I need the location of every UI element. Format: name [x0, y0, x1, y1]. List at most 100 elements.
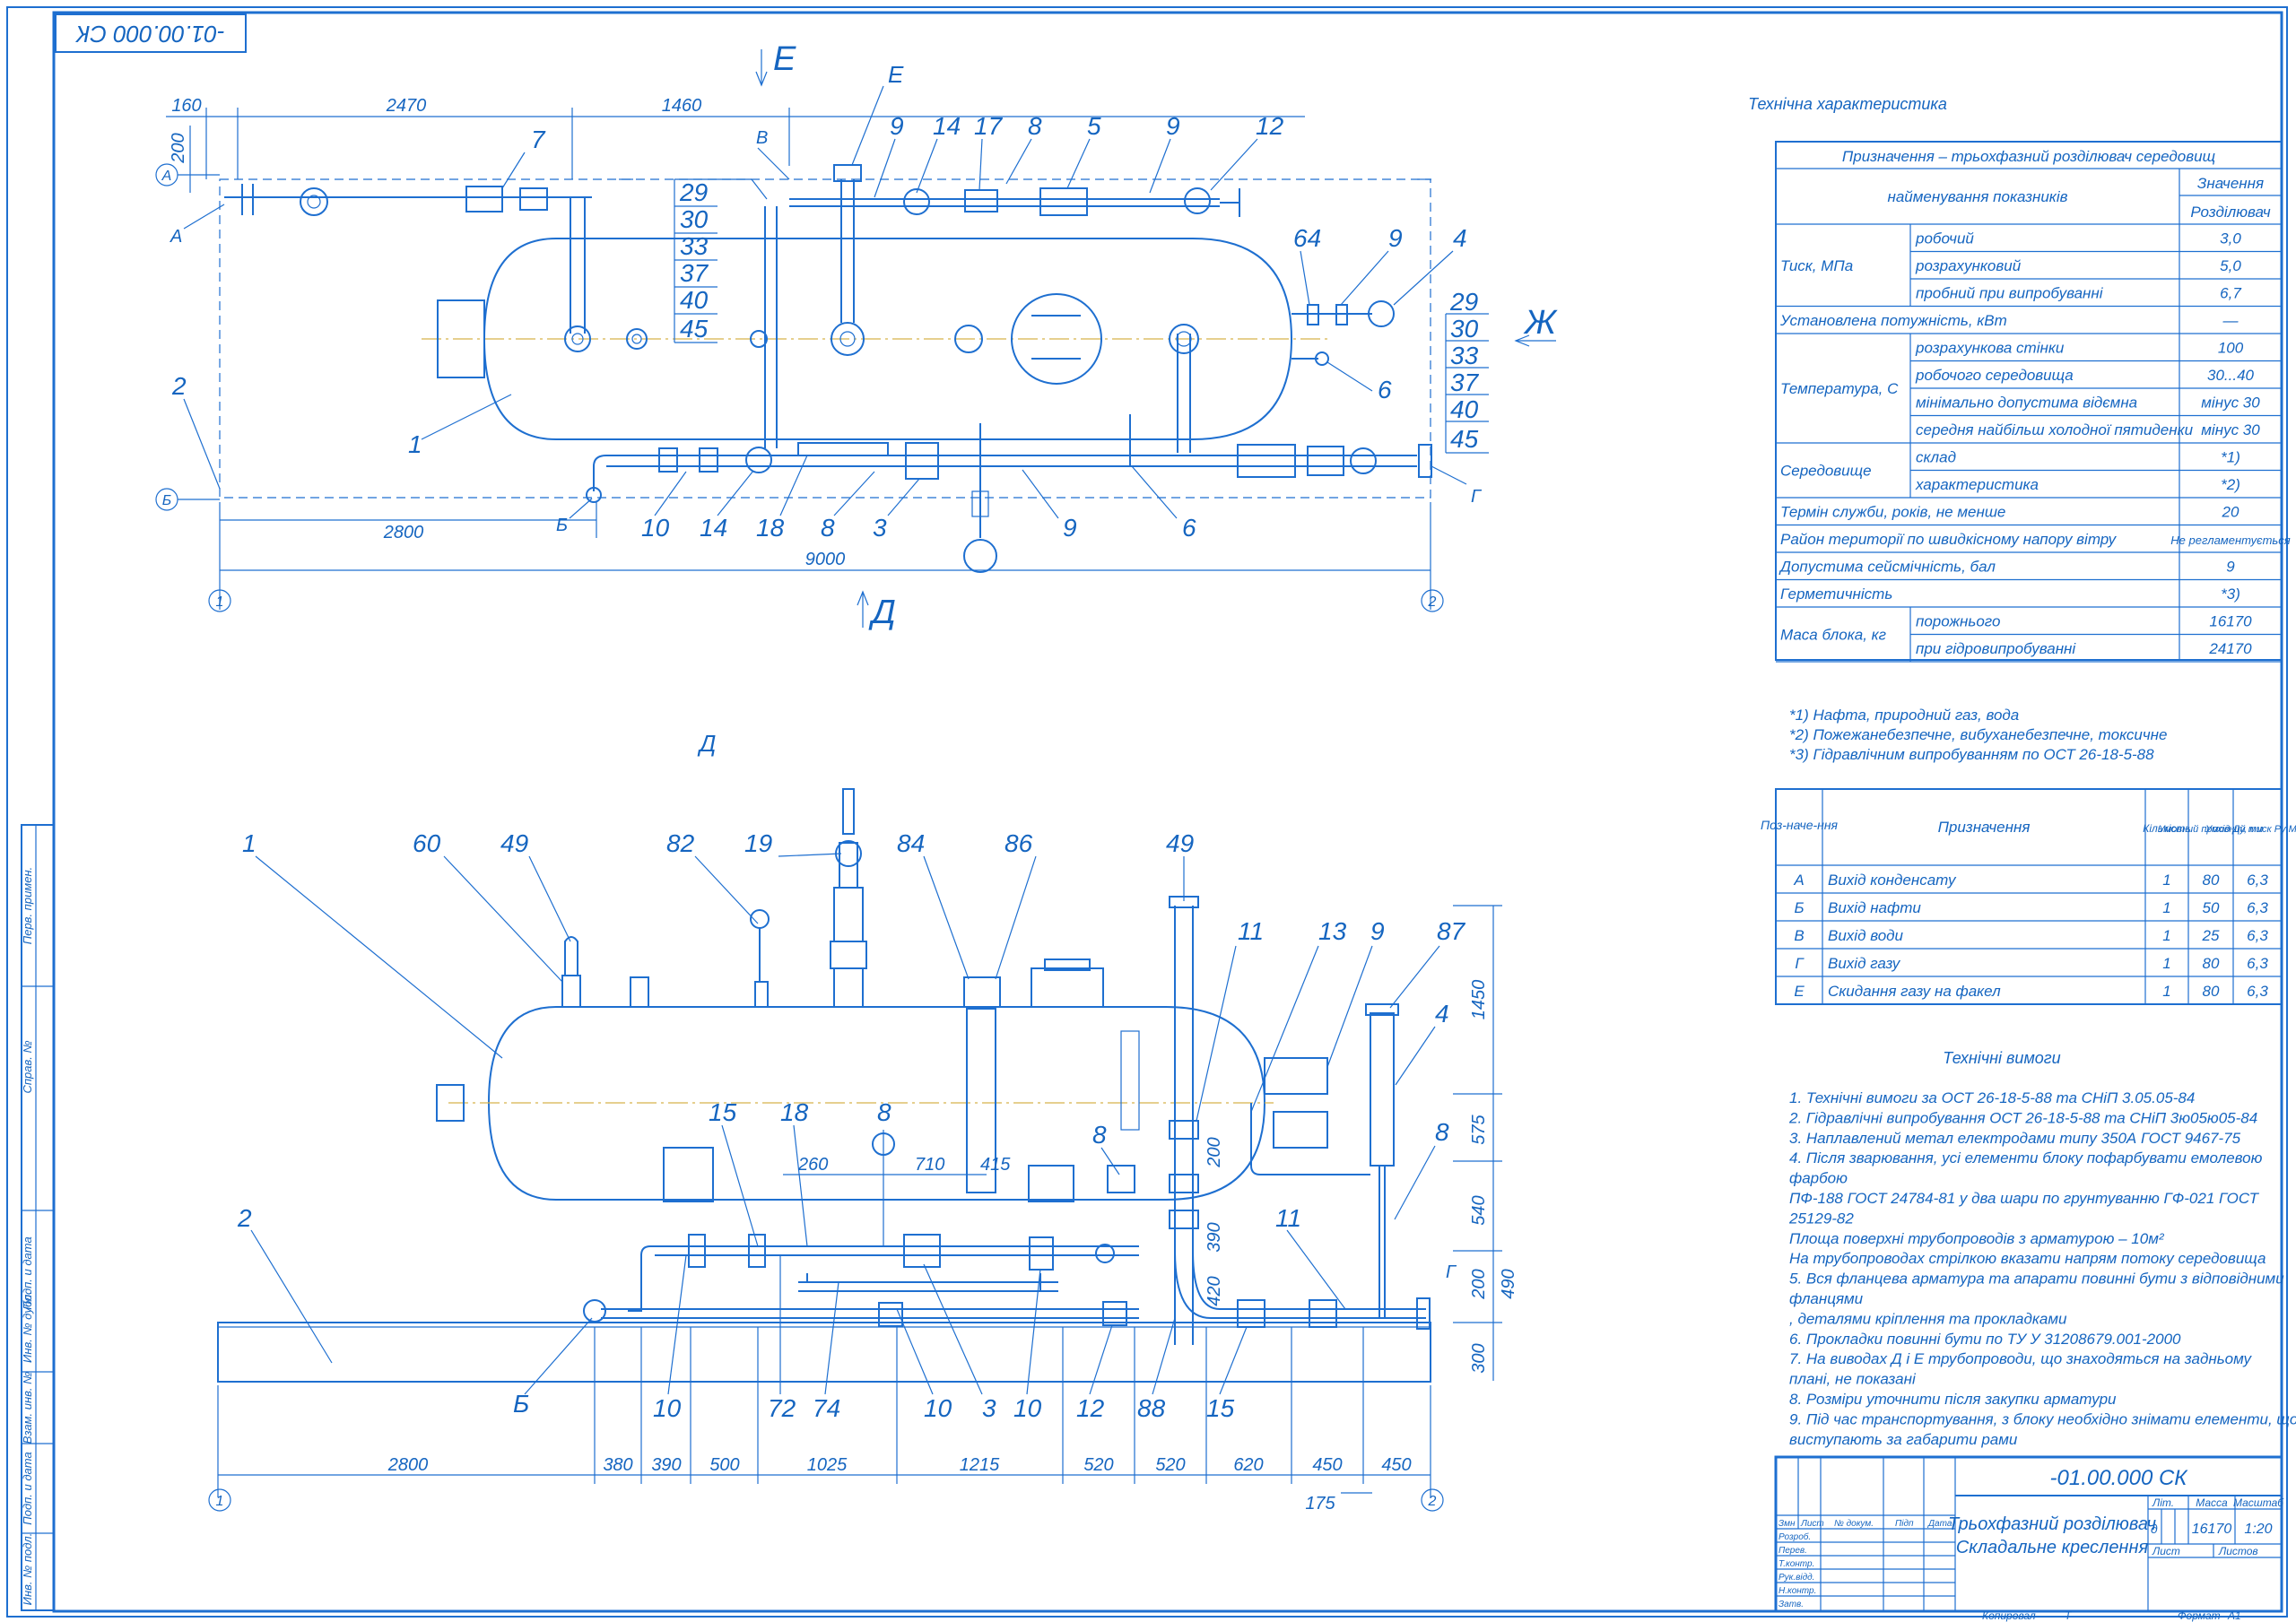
plan-axis-a: А — [161, 169, 172, 184]
nozzle-cell: Вихід нафти — [1828, 899, 1921, 916]
title-role-4: Н.контр. — [1779, 1586, 1816, 1596]
plan-stack-left-37: 37 — [680, 259, 709, 287]
elev-dim-390b: 390 — [651, 1455, 681, 1475]
elev-callout-8a: 8 — [877, 1098, 891, 1126]
tech-row-value: мінус 30 — [2201, 394, 2260, 411]
req-line: 3. Наплавлений метал електродами типу 35… — [1789, 1130, 2241, 1147]
title-name-2: Складальне креслення — [1956, 1538, 2149, 1557]
req-line: 1. Технічні вимоги за ОСТ 26-18-5-88 та … — [1789, 1089, 2195, 1106]
nozzles-table: Поз-наче-ння Призначення Кількість Умовн… — [1761, 788, 2296, 1005]
plan-stack-right: 29 30 33 37 40 45 — [1445, 288, 1489, 454]
title-head-4: Дата — [1927, 1519, 1952, 1529]
plan-callout-7: 7 — [531, 126, 546, 153]
elev-axis-1: 1 — [216, 1494, 224, 1509]
nozzle-cell: Скидання газу на факел — [1828, 983, 2001, 1000]
tech-group-7: Герметичність — [1780, 585, 1892, 603]
plan-stack-right-40: 40 — [1450, 395, 1479, 423]
plan-stack-left-29: 29 — [679, 178, 708, 206]
nozzle-cell: 25 — [2202, 927, 2220, 944]
tech-group-4: Термін служби, років, не менше — [1780, 503, 2005, 520]
side-stamp-5: Взам. инв. № — [21, 1372, 34, 1444]
tech-requirements: Технічні вимоги 1. Технічні вимоги за ОС… — [1788, 1049, 2296, 1448]
side-stamp: Перв. примен. Справ. № Подп. и дата Инв.… — [21, 824, 55, 1611]
tech-group-6: Допустима сейсмічність, бал — [1779, 558, 1996, 575]
title-lit-label: Літ. — [2152, 1496, 2174, 1509]
tech-group-3: Середовище — [1780, 463, 1872, 480]
plan-callout-4: 4 — [1453, 224, 1467, 252]
tech-footnote-1: *1) Нафта, природний газ, вода — [1789, 707, 2019, 724]
plan-axis-1: 1 — [216, 594, 224, 610]
elev-dim-1025: 1025 — [807, 1455, 848, 1475]
tech-col-value: Значення — [2197, 175, 2264, 192]
req-line: 2. Гідравлічні випробування ОСТ 26-18-5-… — [1788, 1109, 2257, 1126]
elev-callout-4: 4 — [1435, 1000, 1449, 1028]
req-line: фланцями — [1789, 1290, 1864, 1307]
elev-callout-3: 3 — [982, 1394, 996, 1422]
plan-dim-1460: 1460 — [662, 96, 702, 116]
elev-callout-74: 74 — [813, 1394, 840, 1422]
plan-view-zh: Ж — [1523, 304, 1558, 342]
nozzle-cell: 1 — [2162, 955, 2170, 972]
tech-row-label: порожнього — [1916, 612, 2000, 629]
req-line: Площа поверхні трубопроводів з арматурою… — [1789, 1230, 2165, 1247]
nozzle-cell: 6,3 — [2247, 927, 2268, 944]
tech-col-value-sub: Розділювач — [2190, 204, 2270, 221]
elev-dim-620: 620 — [1233, 1455, 1263, 1475]
plan-stack-right-45: 45 — [1450, 425, 1479, 453]
plan-callout-9c: 9 — [1388, 224, 1403, 252]
tech-row-label: розрахунковий — [1915, 257, 2022, 274]
title-mass-label: Масса — [2196, 1496, 2228, 1509]
title-scale-label: Масштаб — [2233, 1496, 2284, 1509]
plan-callout-6a: 6 — [1378, 376, 1392, 403]
elev-dim-500: 500 — [709, 1455, 739, 1475]
elev-callout-19: 19 — [744, 829, 772, 857]
elev-callout-b: Б — [513, 1390, 529, 1418]
plan-axis-2: 2 — [1428, 594, 1437, 610]
plan-dim-160: 160 — [171, 96, 201, 116]
nozzle-cell: 80 — [2203, 872, 2220, 889]
elev-callout-10b: 10 — [924, 1394, 952, 1422]
top-stamp: -01.00.000 СК — [55, 13, 247, 53]
tech-row-label: середня найбільш холодної пятиденки — [1916, 421, 2194, 438]
plan-callout-6b: 6 — [1182, 514, 1196, 542]
nozzle-cell: 1 — [2162, 927, 2170, 944]
plan-view-d: Д — [868, 594, 896, 631]
tech-row-value: 5,0 — [2220, 257, 2241, 274]
plan-port-e: Е — [888, 61, 904, 88]
elev-callout-60: 60 — [413, 829, 441, 857]
nozzle-cell: 1 — [2162, 899, 2170, 916]
elev-callout-72: 72 — [768, 1394, 796, 1422]
plan-stack-left-30: 30 — [680, 205, 709, 233]
plan-callout-8: 8 — [1028, 112, 1042, 140]
nozzle-cell: 80 — [2203, 983, 2220, 1000]
req-line: , деталями кріплення та прокладками — [1789, 1310, 2067, 1327]
elev-title: Д — [697, 730, 716, 757]
elev-callout-12: 12 — [1076, 1394, 1105, 1422]
nozzles-head-0: Поз-наче-ння — [1761, 818, 1839, 832]
req-line: виступають за габарити рами — [1789, 1431, 2018, 1448]
tech-row-label: склад — [1916, 448, 1956, 465]
title-scale-value: 1:20 — [2244, 1522, 2272, 1537]
plan-dim-2800: 2800 — [383, 523, 424, 542]
plan-stack-right-29: 29 — [1449, 288, 1478, 316]
plan-stack-left-40: 40 — [680, 286, 709, 314]
plan-callouts-top: 7 9 14 17 8 5 9 12 — [501, 112, 1284, 198]
elev-callout-84: 84 — [897, 829, 925, 857]
title-head-3: Підп — [1895, 1519, 1914, 1529]
nozzle-cell: 50 — [2203, 899, 2220, 916]
req-line: фарбою — [1789, 1170, 1848, 1187]
elev-dim-1450: 1450 — [1469, 980, 1489, 1020]
tech-row-value: 24170 — [2208, 640, 2252, 657]
req-line: 4. Після зварювання, усі елементи блоку … — [1789, 1149, 2263, 1167]
top-stamp-code: -01.00.000 СК — [75, 21, 225, 48]
plan-port-g: Г — [1471, 487, 1483, 507]
elevation-view: Д — [208, 730, 1518, 1514]
req-line: плані, не показані — [1789, 1371, 1917, 1388]
plan-stack-right-30: 30 — [1450, 315, 1479, 343]
nozzle-cell: А — [1793, 872, 1804, 889]
elev-dim-540: 540 — [1469, 1195, 1489, 1225]
elev-dim-490: 490 — [1499, 1269, 1518, 1298]
